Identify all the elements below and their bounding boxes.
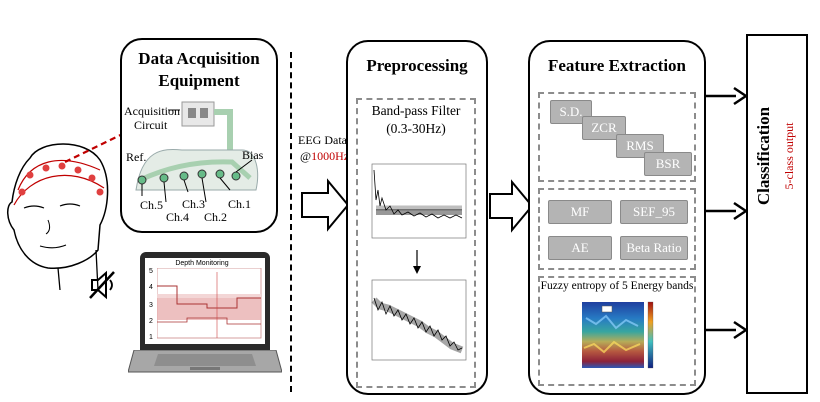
- hollow-arrow-to-preprocessing: [301, 178, 350, 232]
- classification-title: Classification: [754, 106, 773, 206]
- channel-3-label: Ch.3: [182, 197, 206, 211]
- electrode-board: [135, 101, 259, 203]
- feature-group-1: S.D. ZCR RMS BSR: [538, 92, 696, 182]
- eeg-rate-value: 1000Hz: [311, 149, 350, 163]
- feature-extraction-title: Feature Extraction: [547, 56, 686, 75]
- classification-output-label: 5-class output: [782, 122, 796, 190]
- monitor-tick-5: 5: [149, 268, 153, 275]
- fuzzy-entropy-heatmap: [582, 301, 654, 369]
- electrode-dot: [74, 166, 82, 174]
- monitor-y-axis: 5 4 3 2 1: [149, 258, 159, 344]
- feature-to-classification-arrows: [706, 86, 748, 340]
- electrode-dot: [88, 174, 96, 182]
- preprocessing-dashed-panel: Band-pass Filter (0.3-30Hz): [356, 98, 476, 388]
- feature-beta-ratio: Beta Ratio: [620, 236, 688, 260]
- electrode-dot: [58, 162, 66, 170]
- electrode-dot: [42, 164, 50, 172]
- muted-speaker-icon: [89, 270, 115, 300]
- acquisition-title-line2: Equipment: [158, 71, 240, 90]
- preprocessing-box: Preprocessing Band-pass Filter (0.3-30Hz…: [346, 40, 488, 395]
- preprocessing-title: Preprocessing: [366, 56, 468, 75]
- electrode-dot: [96, 188, 104, 196]
- head-illustration: [7, 143, 109, 290]
- down-arrow-icon: [413, 250, 421, 274]
- feature-group-2: MF SEF_95 AE Beta Ratio: [538, 188, 696, 270]
- monitor-tick-1: 1: [149, 334, 153, 341]
- filter-label: Band-pass Filter (0.3-30Hz): [358, 102, 474, 138]
- feature-sd: S.D.: [550, 100, 592, 124]
- laptop-base: [127, 349, 283, 378]
- ref-label: Ref.: [126, 150, 147, 164]
- feature-sef95: SEF_95: [620, 200, 688, 224]
- feature-extraction-box: Feature Extraction S.D. ZCR RMS BSR MF S…: [528, 40, 706, 395]
- eeg-data-label: EEG Data @1000Hz: [292, 132, 352, 164]
- circuit-label-line1: Acquisition: [124, 104, 180, 118]
- fuzzy-entropy-label: Fuzzy entropy of 5 Energy bands: [540, 280, 694, 292]
- circuit-label: Acquisition Circuit: [124, 104, 180, 132]
- channel-5-label: Ch.5: [140, 198, 164, 212]
- laptop-screen: 5 4 3 2 1 Depth Monitoring: [145, 258, 265, 344]
- electrode-dot: [18, 188, 26, 196]
- circuit-label-line2: Circuit: [134, 118, 168, 132]
- acquisition-box: Data Acquisition Equipment Acquisition C…: [120, 38, 278, 233]
- monitor-tick-2: 2: [149, 318, 153, 325]
- monitor-tick-3: 3: [149, 302, 153, 309]
- eeg-data-line1: EEG Data: [298, 133, 347, 147]
- hollow-arrow-to-features: [489, 179, 534, 233]
- channel-4-label: Ch.4: [166, 210, 190, 224]
- acquisition-title-line1: Data Acquisition: [138, 49, 260, 68]
- feature-ae: AE: [548, 236, 612, 260]
- section-separator: [290, 52, 292, 392]
- monitor-plot: [157, 268, 262, 339]
- laptop-screen-frame: 5 4 3 2 1 Depth Monitoring: [140, 252, 270, 350]
- filter-label-line1: Band-pass Filter: [371, 103, 461, 118]
- channel-1-label: Ch.1: [228, 197, 252, 211]
- raw-eeg-spectrum-plot: [371, 163, 467, 239]
- eeg-rate-prefix: @: [300, 149, 312, 163]
- feature-mf: MF: [548, 200, 612, 224]
- filtered-eeg-spectrum-plot: [371, 279, 467, 361]
- bias-label: Bias: [242, 148, 264, 162]
- monitor-tick-4: 4: [149, 284, 153, 291]
- feature-bsr: BSR: [644, 152, 692, 176]
- classification-box: Classification 5-class output: [746, 34, 808, 394]
- acquisition-title: Data Acquisition Equipment: [122, 48, 276, 92]
- monitor-title: Depth Monitoring: [175, 260, 229, 267]
- channel-2-label: Ch.2: [204, 210, 228, 224]
- feature-group-3: Fuzzy entropy of 5 Energy bands: [538, 276, 696, 386]
- electrode-dot: [26, 171, 34, 179]
- filter-label-line2: (0.3-30Hz): [386, 121, 446, 136]
